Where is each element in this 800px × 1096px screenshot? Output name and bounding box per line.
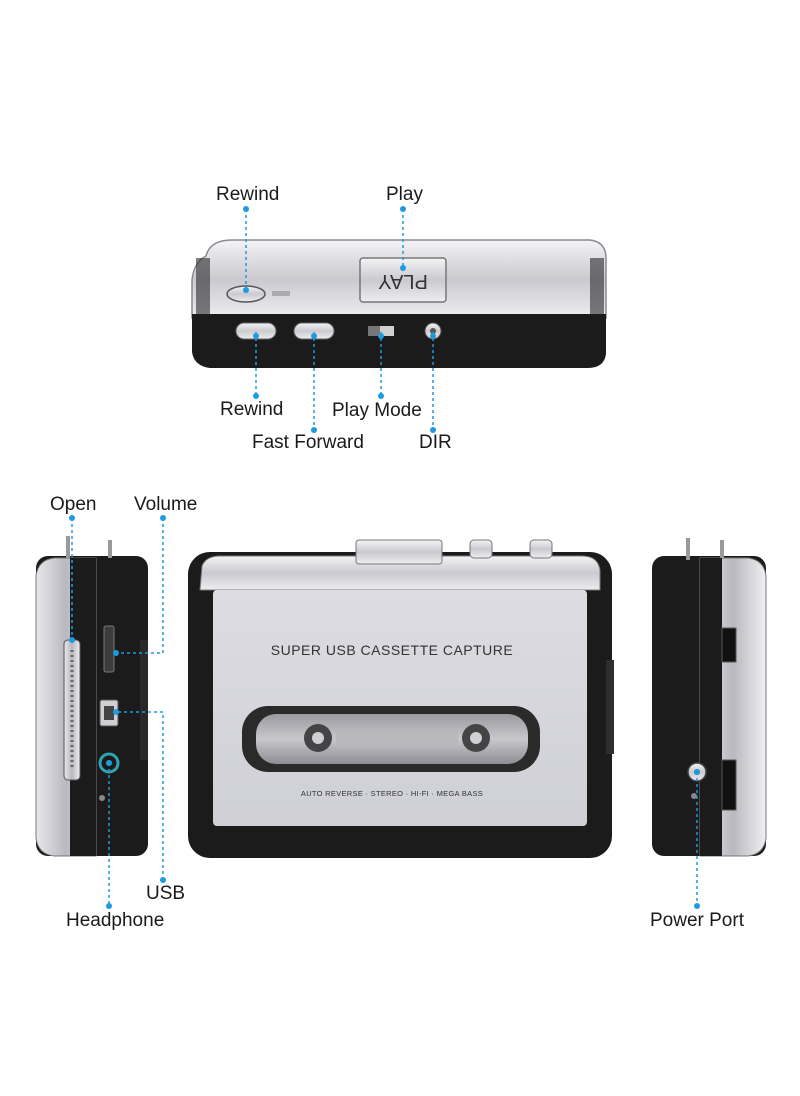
label-usb: USB [146, 883, 186, 904]
callout-lines [71, 209, 698, 906]
label-open: Open [50, 494, 97, 515]
play-key-text: PLAY [378, 270, 428, 292]
label-volume: Volume [134, 494, 198, 515]
label-dir: DIR [419, 432, 452, 453]
top-black-base [192, 314, 606, 368]
label-play-mode: Play Mode [332, 400, 422, 421]
device-top-view: PLAY [191, 239, 607, 368]
top-rewind-key [226, 285, 266, 303]
device-front-view: SUPER USB CASSETTE CAPTURE AUTO REVERSE … [188, 539, 614, 858]
features-text: AUTO REVERSE · STEREO · HI-FI · MEGA BAS… [301, 789, 483, 798]
label-fast-forward: Fast Forward [252, 432, 364, 453]
label-rewind-top: Rewind [216, 184, 280, 205]
volume-wheel [103, 625, 115, 673]
label-power-port: Power Port [650, 910, 744, 931]
label-headphone: Headphone [66, 910, 165, 931]
callout-dots [69, 206, 700, 909]
device-right-side [652, 538, 767, 857]
brand-text: SUPER USB CASSETTE CAPTURE [271, 642, 514, 658]
device-left-side [35, 536, 148, 857]
label-play: Play [386, 184, 423, 205]
label-rewind: Rewind [220, 399, 284, 420]
